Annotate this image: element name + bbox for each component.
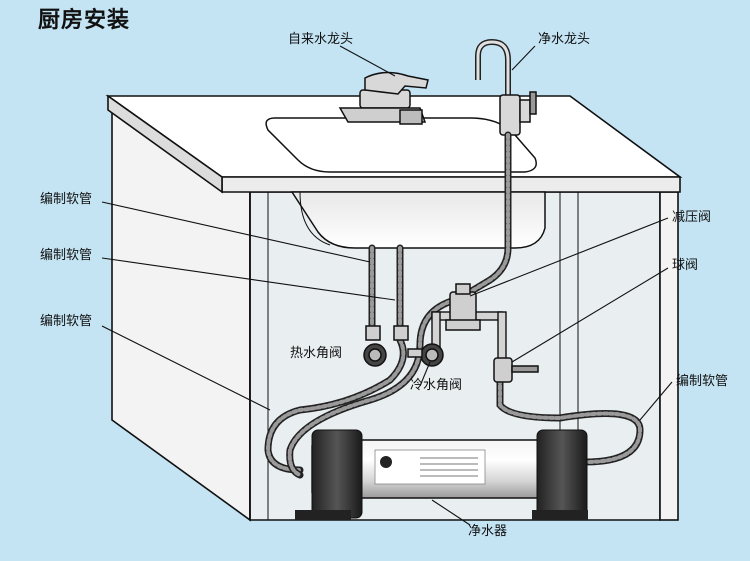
countertop-front xyxy=(221,176,681,193)
label-cold-angle-valve: 冷水角阀 xyxy=(410,378,463,393)
pressure-valve xyxy=(445,283,481,331)
label-braided-hose-3: 编制软管 xyxy=(40,314,93,329)
label-hot-angle-valve: 热水角阀 xyxy=(290,346,343,361)
tap-faucet xyxy=(338,71,429,125)
label-ball-valve: 球阀 xyxy=(672,258,699,273)
label-braided-hose-4: 编制软管 xyxy=(676,374,729,389)
label-purifier: 净水器 xyxy=(468,524,508,539)
purifier-logo-plate xyxy=(374,449,486,485)
countertop-side xyxy=(107,94,223,194)
hot-angle-valve xyxy=(363,325,387,367)
label-braided-hose-2: 编制软管 xyxy=(40,248,93,263)
cold-angle-valve xyxy=(393,325,444,367)
cabinet-right-leg xyxy=(659,191,679,521)
sink-bowl xyxy=(290,191,546,249)
ball-valve xyxy=(493,357,539,383)
label-pressure-valve: 减压阀 xyxy=(672,210,712,225)
braided-hoses xyxy=(264,131,644,479)
leader-lines xyxy=(101,45,673,526)
label-purified-faucet: 净水龙头 xyxy=(538,32,591,47)
water-purifier xyxy=(295,429,588,520)
label-braided-hose-1: 编制软管 xyxy=(40,192,93,207)
sink-rim xyxy=(265,117,537,173)
page-title: 厨房安装 xyxy=(38,8,131,33)
label-tap-faucet: 自来水龙头 xyxy=(288,32,354,47)
